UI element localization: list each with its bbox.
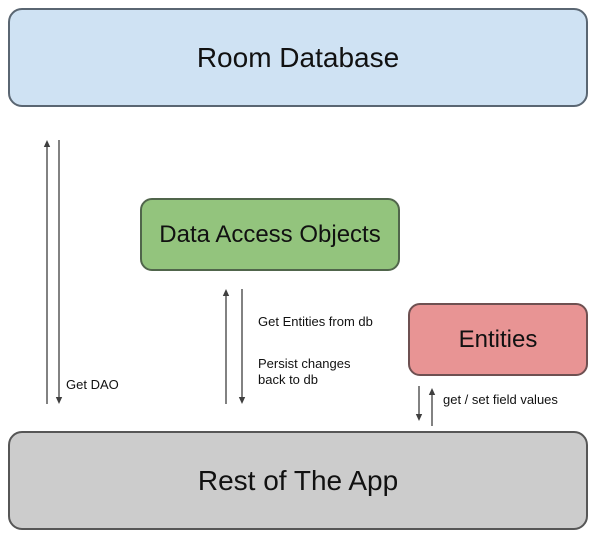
room-database-node: Room Database (8, 8, 588, 107)
get-set-field-values-edge-label: get / set field values (443, 392, 558, 407)
data-access-objects-node: Data Access Objects (140, 198, 400, 271)
get-dao-response-arrow (55, 140, 63, 404)
get-dao-request-arrow (43, 140, 51, 404)
get-field-values-arrow (428, 388, 436, 426)
entities-label: Entities (458, 325, 538, 353)
rest-of-the-app-label: Rest of The App (197, 464, 399, 496)
entities-node: Entities (408, 303, 588, 376)
set-field-values-arrow (415, 386, 423, 421)
data-access-objects-label: Data Access Objects (159, 220, 381, 248)
persist-changes-arrow (238, 289, 246, 404)
persist-changes-edge-label: Persist changes back to db (258, 356, 351, 387)
get-entities-arrow (222, 289, 230, 404)
room-database-label: Room Database (196, 41, 400, 73)
rest-of-the-app-node: Rest of The App (8, 431, 588, 530)
get-dao-edge-label: Get DAO (66, 377, 119, 392)
get-entities-edge-label: Get Entities from db (258, 314, 373, 329)
